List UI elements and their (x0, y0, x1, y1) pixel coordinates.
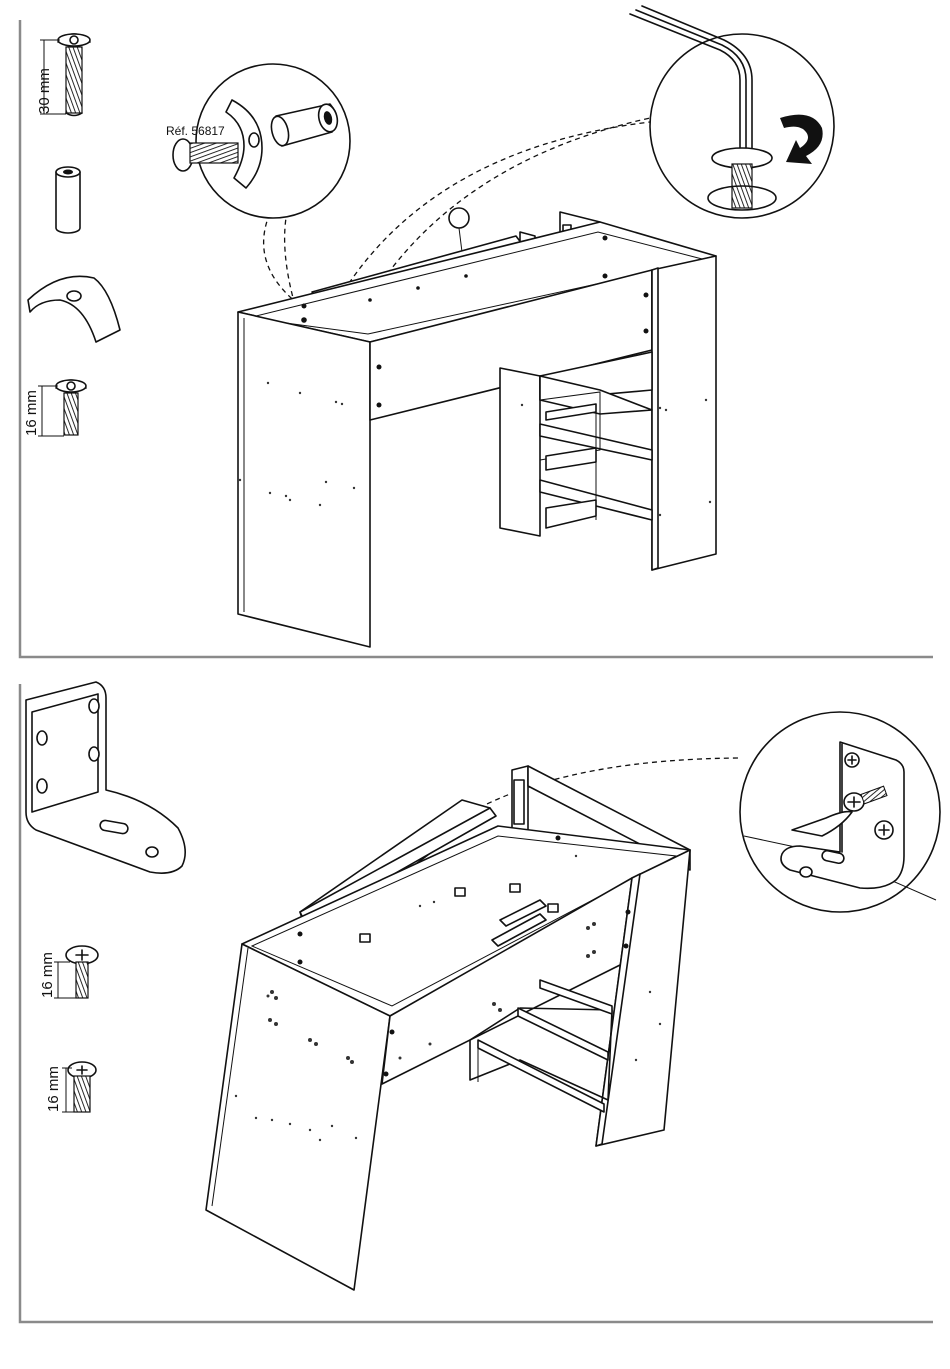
screw-wood-16mm-icon (68, 1062, 96, 1112)
screw-16mm-icon (56, 380, 86, 435)
step-top-panel: 30 mm 16 mm (20, 6, 933, 657)
l-bracket-icon (26, 682, 185, 873)
furniture-assembly-top (238, 212, 716, 647)
callout-circle-icon (449, 208, 469, 252)
screw-long-length-label: 30 mm (36, 68, 53, 114)
screw-cross-length-label: 16 mm (39, 952, 56, 998)
detail-circle-allen-key (630, 6, 834, 218)
dimension-30mm: 30 mm (36, 40, 66, 114)
dimension-16mm: 16 mm (23, 386, 64, 436)
detail-circle-bracket-screwdriver (740, 712, 940, 912)
screw-short-length-label: 16 mm (23, 390, 40, 436)
screw-cross-16mm-icon (66, 946, 98, 998)
barrel-nut-icon (56, 167, 80, 233)
screw-wood-length-label: 16 mm (45, 1066, 62, 1112)
curved-washer-icon (28, 276, 120, 342)
step-bottom-panel: 16 mm 16 mm (20, 682, 940, 1322)
detail-circle-fitting: Réf. 56817 (166, 64, 350, 218)
screw-30mm-icon (58, 34, 90, 116)
reference-label: Réf. 56817 (166, 124, 225, 138)
furniture-assembly-bottom (206, 766, 690, 1290)
